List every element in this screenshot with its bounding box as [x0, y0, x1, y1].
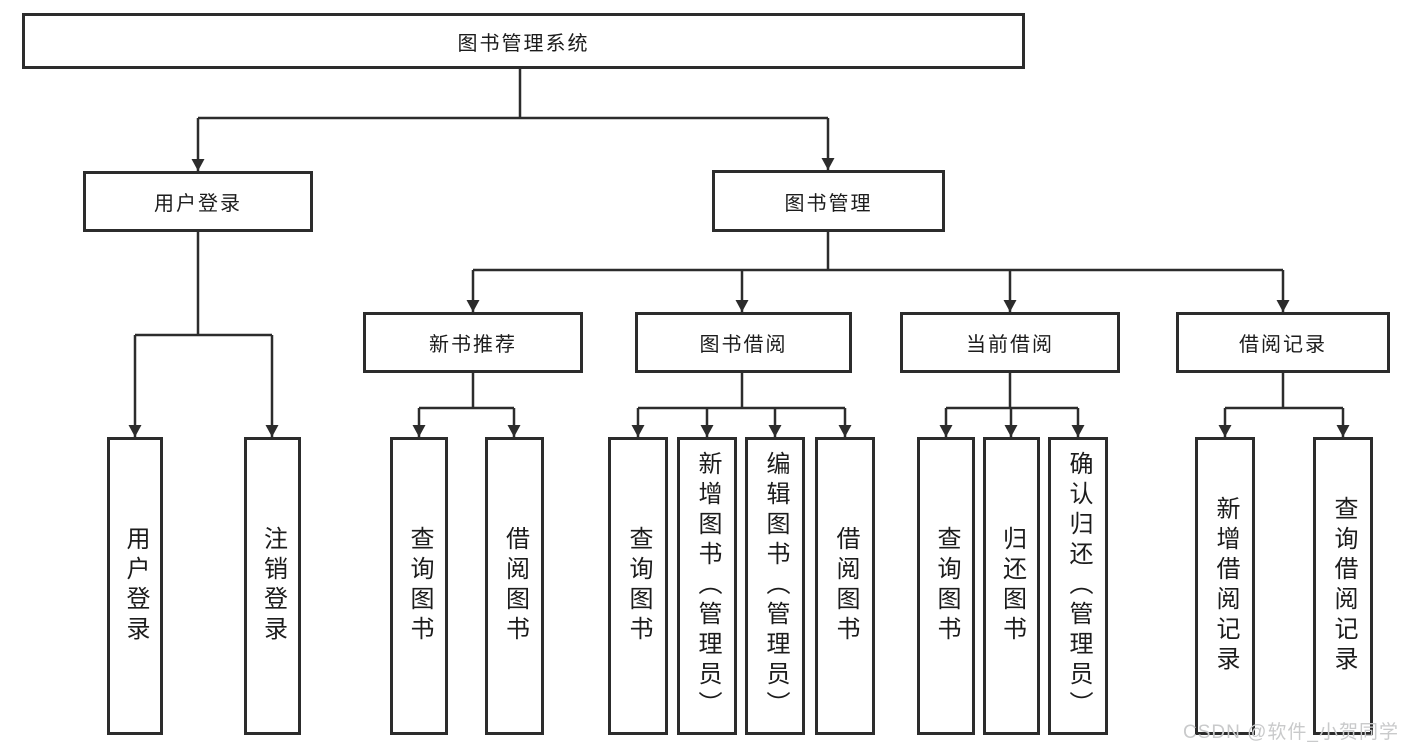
wire-new-book-trunk	[419, 373, 514, 410]
leaf-edit-book-admin-label: 编辑图书（管理员）	[762, 451, 789, 721]
node-new-book-recommend: 新书推荐	[363, 312, 583, 373]
node-borrow-records: 借阅记录	[1176, 312, 1390, 373]
leaf-return-book-label: 归还图书	[998, 526, 1026, 646]
leaf-user-login: 用户登录	[107, 437, 163, 735]
node-user-login-label: 用户登录	[154, 193, 242, 215]
leaf-add-book-admin: 新增图书（管理员）	[677, 437, 737, 735]
wire-current-borrow-trunk	[946, 373, 1078, 410]
leaf-query-books-recommend-label: 查询图书	[406, 526, 433, 646]
leaf-edit-book-admin: 编辑图书（管理员）	[745, 437, 805, 735]
wire-root-trunk	[198, 69, 828, 120]
node-book-borrow-label: 图书借阅	[699, 334, 788, 356]
node-book-management-label: 图书管理	[784, 192, 873, 215]
wire-user-login-trunk	[135, 232, 272, 337]
csdn-watermark: CSDN @软件_小贺同学	[1183, 722, 1399, 743]
leaf-borrow-books-label: 借阅图书	[832, 526, 859, 646]
node-root: 图书管理系统	[22, 13, 1025, 69]
leaf-user-login-label: 用户登录	[122, 526, 149, 646]
wire-book-borrow-trunk	[638, 373, 845, 410]
leaf-query-books-borrow: 查询图书	[608, 437, 668, 735]
node-new-book-recommend-label: 新书推荐	[429, 334, 517, 356]
leaf-query-books-borrow-label: 查询图书	[625, 526, 652, 646]
node-current-borrow: 当前借阅	[900, 312, 1120, 373]
wire-book-management-trunk	[473, 232, 1283, 272]
leaf-add-book-admin-label: 新增图书（管理员）	[694, 451, 721, 721]
leaf-return-book: 归还图书	[983, 437, 1040, 735]
leaf-add-borrow-record: 新增借阅记录	[1195, 437, 1255, 735]
node-root-label: 图书管理系统	[457, 32, 590, 55]
leaf-borrow-books: 借阅图书	[815, 437, 875, 735]
leaf-query-books-current: 查询图书	[917, 437, 975, 735]
node-user-login: 用户登录	[83, 171, 313, 232]
node-current-borrow-label: 当前借阅	[966, 334, 1054, 356]
leaf-borrow-books-recommend: 借阅图书	[485, 437, 544, 735]
leaf-logout: 注销登录	[244, 437, 301, 735]
leaf-add-borrow-record-label: 新增借阅记录	[1212, 496, 1239, 676]
node-book-management: 图书管理	[712, 170, 945, 232]
node-borrow-records-label: 借阅记录	[1239, 334, 1327, 356]
leaf-borrow-books-recommend-label: 借阅图书	[501, 526, 529, 646]
leaf-query-books-current-label: 查询图书	[933, 526, 960, 646]
leaf-query-books-recommend: 查询图书	[390, 437, 448, 735]
leaf-confirm-return-admin: 确认归还（管理员）	[1048, 437, 1108, 735]
leaf-query-borrow-record: 查询借阅记录	[1313, 437, 1373, 735]
leaf-query-borrow-record-label: 查询借阅记录	[1330, 496, 1357, 676]
node-book-borrow: 图书借阅	[635, 312, 852, 373]
leaf-confirm-return-admin-label: 确认归还（管理员）	[1065, 451, 1092, 721]
leaf-logout-label: 注销登录	[259, 526, 287, 646]
wire-borrow-records-trunk	[1225, 373, 1343, 410]
